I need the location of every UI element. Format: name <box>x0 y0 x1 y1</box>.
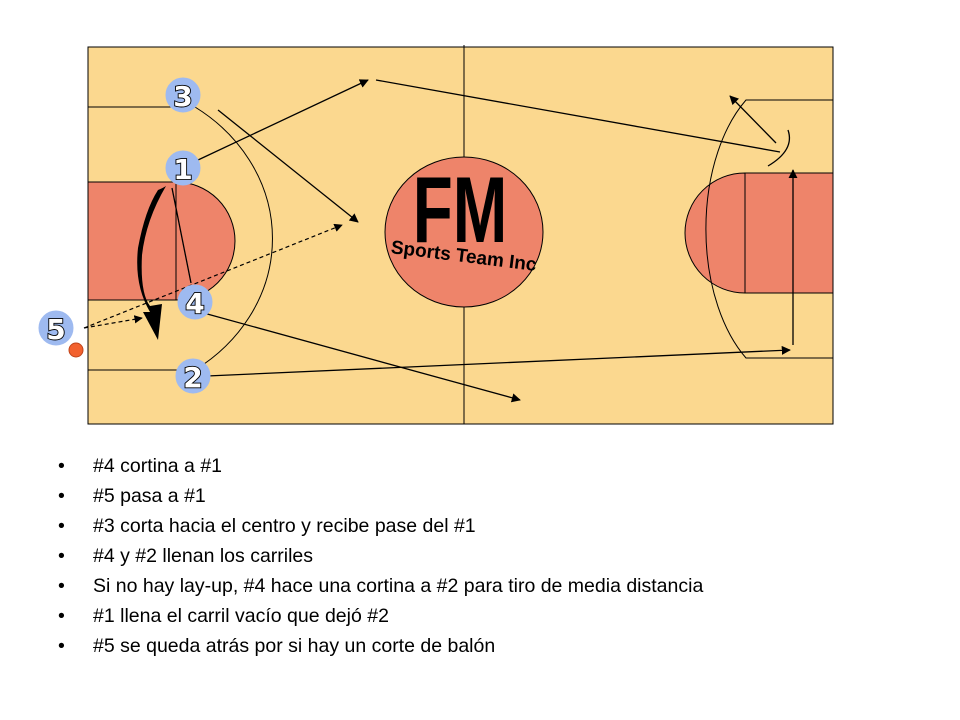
player-3[interactable]: 3 <box>165 77 201 114</box>
lane-4-to-corner <box>199 311 521 403</box>
player-2[interactable]: 2 <box>175 358 211 395</box>
player-1-label: 1 <box>173 153 192 186</box>
screen-4-to-1 <box>171 187 192 284</box>
court-diagram: FM Sports Team Inc 3 1 4 5 2 <box>38 45 834 425</box>
note-item: #3 corta hacia el centro y recibe pase d… <box>58 511 703 541</box>
center-circle <box>384 156 544 308</box>
left-three-point-arc <box>88 106 273 371</box>
player-2-label: 2 <box>183 361 202 394</box>
pass-5-stub <box>83 315 143 329</box>
player-5[interactable]: 5 <box>38 310 74 347</box>
pass-5-to-1 <box>83 223 343 329</box>
ball[interactable] <box>68 342 84 358</box>
cut-3-to-center <box>217 109 359 223</box>
player-1[interactable]: 1 <box>165 150 201 187</box>
lane-right-up <box>729 95 777 144</box>
note-item: #1 llena el carril vacío que dejó #2 <box>58 601 703 631</box>
lane-2-to-right <box>206 345 791 377</box>
player-4-label: 4 <box>185 287 204 320</box>
screen-curve-shape <box>137 186 166 340</box>
logo-title: FM <box>413 158 508 262</box>
right-key <box>684 172 834 294</box>
movement-lines <box>171 79 798 403</box>
left-key <box>87 181 236 301</box>
note-item: #4 cortina a #1 <box>58 451 703 481</box>
play-notes-list: #4 cortina a #1 #5 pasa a #1 #3 corta ha… <box>58 451 703 661</box>
pass-1-to-3 <box>197 79 369 161</box>
note-item: Si no hay lay-up, #4 hace una cortina a … <box>58 571 703 601</box>
note-item: #5 pasa a #1 <box>58 481 703 511</box>
note-item: #5 se queda atrás por si hay un corte de… <box>58 631 703 661</box>
right-three-point-arc <box>705 99 833 359</box>
note-item: #4 y #2 llenan los carriles <box>58 541 703 571</box>
player-3-label: 3 <box>173 80 192 113</box>
lane-3-to-right <box>375 79 781 153</box>
player-4[interactable]: 4 <box>177 284 213 321</box>
curl-right <box>767 129 791 167</box>
player-5-label: 5 <box>46 313 65 346</box>
